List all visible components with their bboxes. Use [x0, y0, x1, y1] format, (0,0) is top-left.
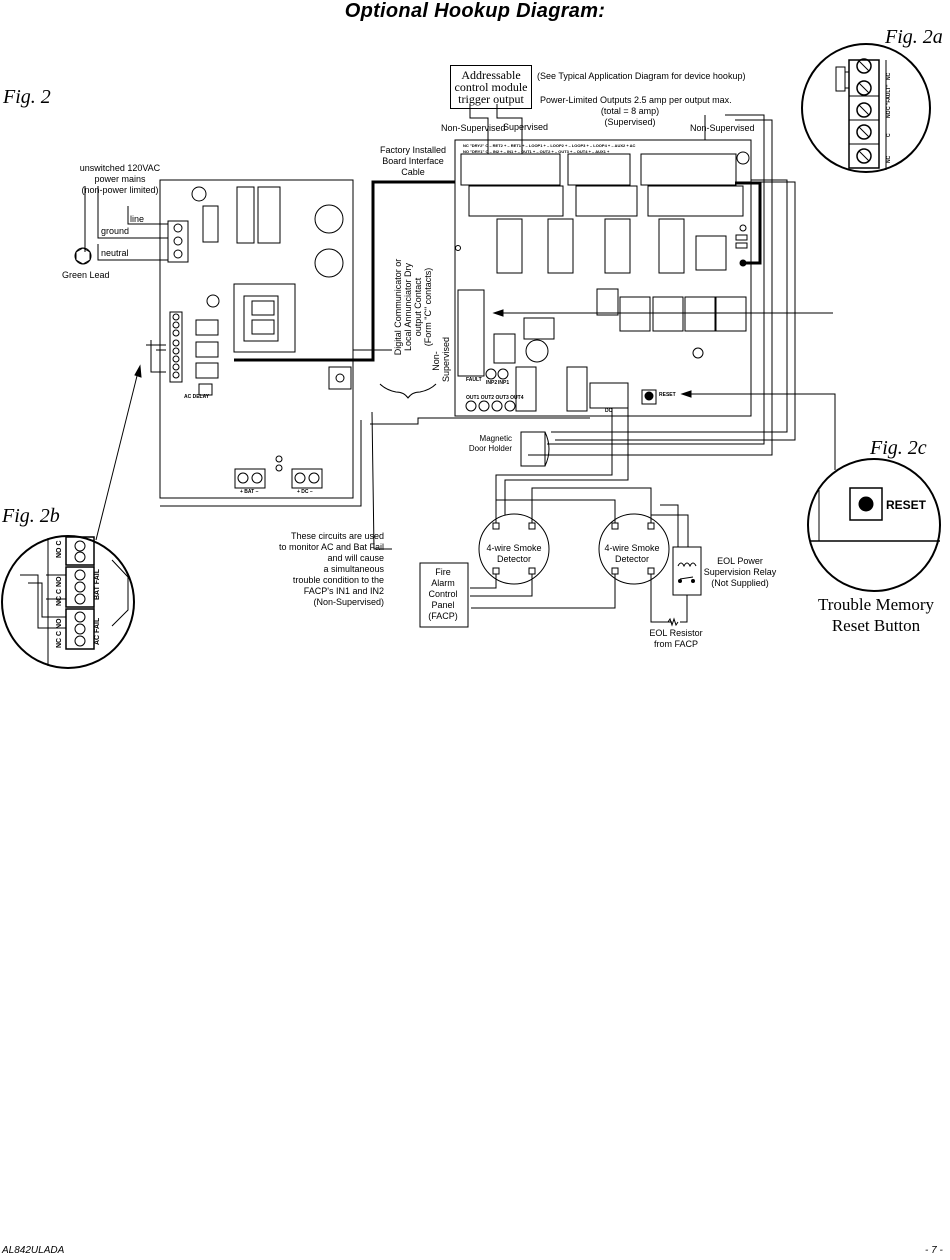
fault-label: FAULT	[466, 377, 482, 383]
footer-model: AL842ULADA	[2, 1245, 65, 1256]
fig-2a-zoom	[801, 43, 931, 173]
trouble-memory-label: Trouble Memory Reset Button	[817, 595, 934, 635]
smoke-detectors	[419, 487, 702, 628]
smoke-detector-1-label: 4-wire Smoke Detector	[486, 543, 542, 564]
mains-wiring	[74, 186, 168, 265]
dc-label: DC	[605, 408, 613, 414]
reset-small-label: RESET	[659, 392, 676, 398]
magnetic-door-holder-label: Magnetic Door Holder	[468, 434, 512, 453]
inp1-label: INP1	[498, 380, 510, 386]
fig-2a-label: Fig. 2a	[885, 26, 943, 48]
neutral-label: neutral	[101, 248, 129, 258]
non-supervised-left-label: Non-Supervised	[441, 123, 506, 133]
terminal-header-row2: NO "DRY1" C – IN2 + – IN1 + – OUT1 + – O…	[463, 149, 610, 154]
factory-cable-label: Factory Installed Board Interface Cable	[380, 145, 447, 177]
non-supervised-right-label: Non-Supervised	[690, 123, 755, 133]
main-control-board	[454, 139, 752, 417]
bat-label: + BAT –	[240, 489, 259, 495]
green-lead-label: Green Lead	[62, 270, 110, 280]
factory-interface-cable	[234, 180, 455, 362]
terminal-header-row1: NC "DRY2" C – RET2 + – RET1 + – LOOP1 + …	[463, 143, 636, 148]
footer-page-number: - 7 -	[925, 1245, 943, 1256]
dc-bottom-label: + DC –	[297, 489, 313, 495]
arrows	[95, 309, 836, 541]
addressable-module-box: Addressable control module trigger outpu…	[450, 65, 532, 109]
smoke-detector-2-label: 4-wire Smoke Detector	[604, 543, 660, 564]
reset-big-label: RESET	[886, 498, 927, 512]
line-label: line	[130, 214, 145, 224]
page-title: Optional Hookup Diagram:	[344, 0, 606, 22]
fig-2-label: Fig. 2	[3, 86, 51, 108]
eol-relay-label: EOL Power Supervision Relay (Not Supplie…	[703, 556, 777, 588]
fig-2b-label: Fig. 2b	[2, 505, 60, 527]
inp2-label: INP2	[486, 380, 498, 386]
magnetic-door-holder-icon	[520, 431, 546, 467]
mains-label: unswitched 120VAC power mains (non-power…	[79, 163, 161, 195]
fig-2c-zoom	[807, 458, 941, 592]
ac-delay-label: AC DELAY	[184, 394, 210, 400]
ground-label: ground	[101, 226, 130, 236]
outs-label: OUT1 OUT2 OUT3 OUT4	[466, 395, 524, 401]
eol-resistor-label: EOL Resistor from FACP	[649, 628, 703, 649]
fig-2c-label: Fig. 2c	[870, 437, 927, 459]
fig-2b-zoom	[1, 535, 135, 669]
see-typical-label: (See Typical Application Diagram for dev…	[537, 71, 746, 81]
facp-label: Fire Alarm Control Panel (FACP)	[428, 567, 458, 621]
supervised-label: Supervised	[503, 122, 549, 132]
power-supply-board	[159, 179, 354, 499]
